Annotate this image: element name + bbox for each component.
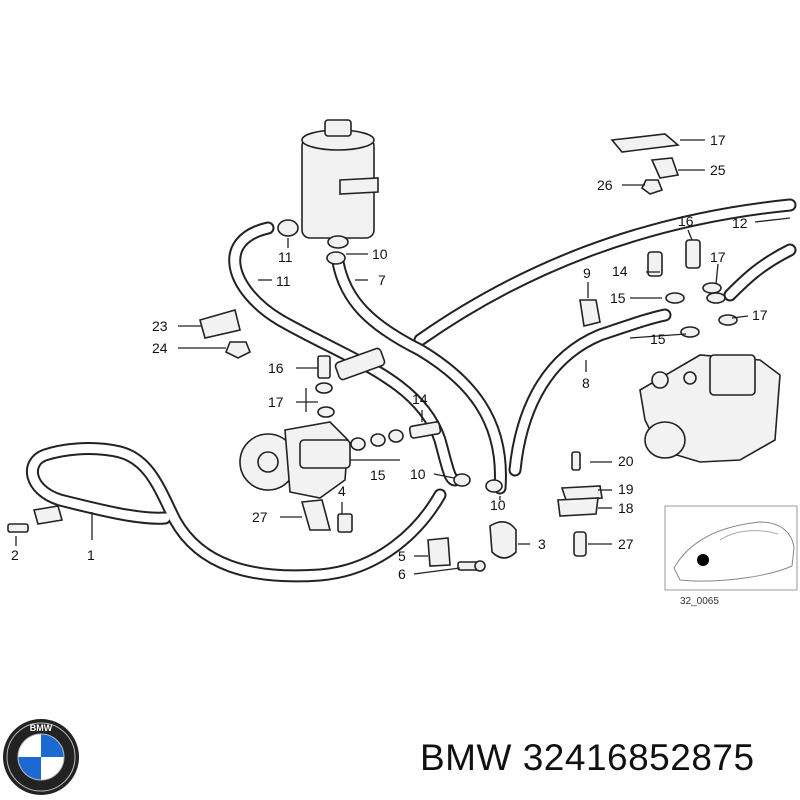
callout-27: 27	[252, 509, 268, 525]
callout-23: 27	[618, 536, 634, 552]
callout-10-top: 10	[372, 246, 388, 262]
callout-12: 11	[278, 249, 293, 265]
part-number: 32416852875	[522, 737, 755, 778]
callout-26: 26	[597, 177, 613, 193]
inset-code: 32_0065	[680, 596, 719, 607]
callout-3: 3	[538, 536, 546, 552]
location-dot	[697, 554, 709, 566]
callout-24: 17	[710, 132, 726, 148]
callout-4: 4	[338, 483, 346, 499]
leader-lines	[15, 139, 791, 575]
callout-13: 12	[732, 215, 748, 231]
callout-17-left: 17	[268, 394, 284, 410]
callout-18: 18	[618, 500, 634, 516]
callout-15-left: 15	[370, 467, 386, 483]
inset-locator: 32_0065	[664, 505, 798, 607]
callout-7: 7	[378, 272, 386, 288]
callout-8: 8	[582, 375, 590, 391]
callout-11: 11	[276, 273, 291, 289]
callout-9: 9	[583, 265, 591, 281]
callout-numbers: 17 25 26 12 16 9 14 17 15 17 15 8 11 10 …	[11, 132, 768, 582]
callout-25: 25	[710, 162, 726, 178]
power-steering-pump	[239, 347, 386, 499]
callout-14-left: 14	[412, 391, 428, 407]
hose-11	[228, 221, 462, 487]
callout-21: 23	[152, 318, 168, 334]
logo-letters: BMW	[30, 723, 53, 733]
steering-gear-box	[639, 354, 781, 463]
small-parts	[7, 133, 738, 572]
hose-13	[413, 198, 797, 347]
callout-15-right: 15	[650, 331, 666, 347]
callout-20: 20	[618, 453, 634, 469]
hose-7	[331, 255, 507, 495]
hose-13-end	[723, 243, 797, 302]
bmw-logo: BMW	[3, 719, 79, 795]
callout-19: 19	[618, 481, 634, 497]
callout-1: 1	[87, 547, 95, 563]
callout-10-mid: 10	[410, 466, 426, 482]
callout-15-right-top: 15	[610, 290, 626, 306]
reservoir	[301, 119, 379, 249]
callout-17-right: 17	[752, 307, 768, 323]
callout-22: 24	[152, 340, 168, 356]
brand-part-caption: BMW 32416852875	[420, 737, 755, 779]
brand-name: BMW	[420, 737, 512, 778]
callout-6: 6	[398, 566, 406, 582]
hose-8	[508, 308, 672, 477]
callout-10-low: 10	[490, 497, 506, 513]
hose-1	[25, 442, 447, 583]
callout-14-right: 14	[612, 263, 628, 279]
callout-16-right: 16	[678, 213, 694, 229]
callout-2: 2	[11, 547, 19, 563]
callout-16-left: 16	[268, 360, 284, 376]
callout-17-right-top: 17	[710, 249, 726, 265]
callout-5: 5	[398, 548, 406, 564]
